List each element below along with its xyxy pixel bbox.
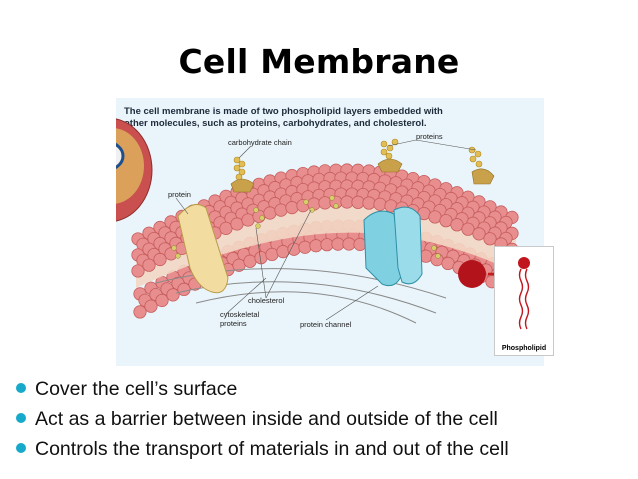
- phospholipid-head: [441, 256, 455, 271]
- label-proteins: proteins: [416, 132, 443, 141]
- phospholipid-head: [219, 221, 233, 235]
- membrane-figure: The cell membrane is made of two phospho…: [116, 98, 554, 366]
- label-leader-lines: [175, 139, 477, 321]
- label-cytoskeletal-proteins: cytoskeletal proteins: [220, 310, 260, 328]
- protein-channel-shape: [363, 206, 423, 287]
- phospholipid-head: [340, 195, 354, 209]
- phospholipid-head: [241, 213, 255, 227]
- phospholipid-head: [285, 201, 299, 215]
- membrane-illustration: [116, 118, 521, 324]
- figure-caption: The cell membrane is made of two phospho…: [124, 106, 443, 129]
- phospholipid-head: [298, 240, 312, 254]
- phospholipid-inset: Phospholipid: [494, 246, 554, 356]
- label-protein: protein: [168, 190, 191, 199]
- phospholipid-head: [142, 258, 156, 272]
- bullet-text: Controls the transport of materials in a…: [35, 438, 509, 460]
- phospholipid-head: [243, 254, 257, 268]
- phospholipid-head: [450, 218, 464, 232]
- label-carbohydrate-chain: carbohydrate chain: [228, 138, 292, 147]
- phospholipid-head: [309, 239, 323, 253]
- phospholipid-head: [373, 197, 387, 211]
- phospholipid-head: [263, 206, 277, 220]
- phospholipid-head: [320, 238, 334, 252]
- bullet-text: Cover the cell’s surface: [35, 378, 238, 400]
- bullet-dot-icon: [16, 413, 26, 423]
- glycoproteins: [230, 158, 495, 193]
- bullet-dot-icon: [16, 383, 26, 393]
- bullet-item: Controls the transport of materials in a…: [16, 434, 631, 464]
- phospholipid-head: [287, 242, 301, 256]
- phospholipid-head: [318, 196, 332, 210]
- phospholipid-head: [351, 195, 365, 209]
- bullet-list: Cover the cell’s surface Act as a barrie…: [16, 374, 631, 464]
- phospholipid-head: [362, 196, 376, 210]
- label-cholesterol: cholesterol: [248, 296, 285, 305]
- phospholipid-head: [461, 222, 475, 236]
- phospholipid-head: [230, 217, 244, 231]
- phospholipid-head: [439, 214, 453, 228]
- bullet-text: Act as a barrier between inside and outs…: [35, 408, 498, 430]
- phospholipid-head: [153, 252, 167, 267]
- membrane-protein: [177, 203, 229, 294]
- phospholipid-head: [177, 282, 191, 297]
- phospholipid-head: [155, 293, 169, 308]
- phospholipid-head: [274, 203, 288, 217]
- cholesterol-dots: [171, 195, 441, 259]
- phospholipid-head: [472, 227, 486, 241]
- highlighted-phospholipid: [458, 260, 486, 288]
- slide-title: Cell Membrane: [178, 42, 460, 81]
- phospholipid-head: [133, 305, 147, 319]
- cell-thumbnail: [116, 118, 153, 222]
- bullet-dot-icon: [16, 443, 26, 453]
- phospholipid-head: [428, 210, 442, 224]
- phospholipid-head: [483, 232, 497, 246]
- phospholipid-head: [342, 237, 356, 251]
- phospholipid-head: [144, 299, 158, 313]
- phospholipid-head: [331, 237, 345, 251]
- inset-label-phospholipid: Phospholipid: [501, 345, 547, 352]
- bullet-item: Cover the cell’s surface: [16, 374, 631, 404]
- carbohydrate-chains: [233, 138, 483, 181]
- phospholipid-head: [131, 264, 145, 278]
- phospholipid-head: [166, 288, 180, 302]
- bullet-item: Act as a barrier between inside and outs…: [16, 404, 631, 434]
- label-protein-channel: protein channel: [300, 320, 352, 329]
- phospholipid-head: [265, 247, 279, 262]
- phospholipid-diagram: [518, 257, 530, 330]
